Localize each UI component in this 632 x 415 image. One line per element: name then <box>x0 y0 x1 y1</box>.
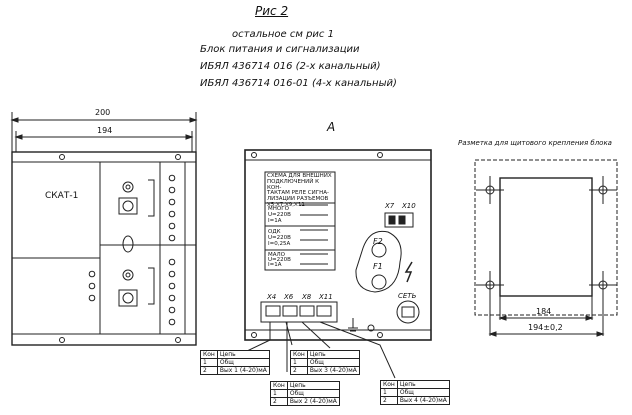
table-cell: Общ <box>396 388 450 397</box>
front-view <box>10 112 198 346</box>
table-header: Цепь <box>286 381 340 390</box>
relay-name: ОДК <box>268 229 281 235</box>
table-cell: 2 <box>200 366 218 375</box>
relay-voltage: U=220В <box>268 212 291 218</box>
subtitle-line-2: Блок питания и сигнализации <box>200 44 360 55</box>
connector-x8-label: X8 <box>302 293 312 301</box>
rear-view <box>244 149 432 379</box>
connector-x6-label: X6 <box>284 293 294 301</box>
table-header: Кон <box>380 380 398 389</box>
mounting-layout <box>474 159 618 337</box>
table-cell: Общ <box>216 358 270 367</box>
schema-line: ПОДКЛЮЧЕНИЙ К КОН- <box>267 178 320 191</box>
device-label: СКАТ-1 <box>45 191 79 201</box>
connector-x7-label: X7 <box>385 202 395 210</box>
table-cell: 2 <box>290 366 308 375</box>
table-header: Цепь <box>396 380 450 389</box>
figure-title: Рис 2 <box>255 4 289 18</box>
relay-block: МНОГО U=220В I=1А <box>268 206 291 224</box>
relay-block: ОДК U=220В I=0,25А <box>268 229 291 247</box>
table-cell: 1 <box>290 358 308 367</box>
relay-current: I=1А <box>268 218 282 224</box>
schema-line: ЛИЗАЦИИ РАЗЪЕМОВ <box>267 196 329 203</box>
relay-voltage: U=220В <box>268 257 291 263</box>
subtitle-line-1: остальное см рис 1 <box>232 29 334 40</box>
relay-current: I=0,25А <box>268 241 291 247</box>
relay-name: МНОГО <box>268 206 289 212</box>
table-cell: 1 <box>270 389 288 398</box>
table-cell: Вых 1 (4-20)мА <box>216 366 270 375</box>
table-cell: Общ <box>306 358 360 367</box>
table-cell: Вых 2 (4-20)мА <box>286 397 340 406</box>
table-header: Цепь <box>216 350 270 359</box>
table-cell: 2 <box>380 396 398 405</box>
schema-line: ТАКТАМ РЕЛЕ СИГНА- <box>267 190 329 197</box>
power-label: СЕТЬ <box>398 292 417 300</box>
dim-194-label: 194 <box>97 126 113 135</box>
relay-block: МАЛО U=220В I=1А <box>268 252 291 268</box>
dim-194-tolerance-label: 194±0,2 <box>528 323 563 332</box>
table-cell: Общ <box>286 389 340 398</box>
connector-x4-label: X4 <box>267 293 277 301</box>
table-header: Кон <box>270 381 288 390</box>
table-header: Кон <box>200 350 218 359</box>
relay-name: МАЛО <box>268 252 285 258</box>
relay-voltage: U=220В <box>268 235 291 241</box>
schema-line: X5,X7,X9,X11 <box>267 201 305 208</box>
connector-x11-label: X11 <box>319 293 333 301</box>
dim-200-label: 200 <box>95 108 111 117</box>
relay-current: I=1А <box>268 262 282 268</box>
table-header: Цепь <box>306 350 360 359</box>
subtitle-line-4: ИБЯЛ 436714 016-01 (4-х канальный) <box>200 78 397 89</box>
table-cell: Вых 4 (4-20)мА <box>396 396 450 405</box>
table-cell: Вых 3 (4-20)мА <box>306 366 360 375</box>
table-header: Кон <box>290 350 308 359</box>
table-cell: 2 <box>270 397 288 406</box>
mounting-title: Разметка для щитового крепления блока <box>458 139 612 147</box>
schema-caption: СХЕМА ДЛЯ ВНЕШНИХ ПОДКЛЮЧЕНИЙ К КОН- ТАК… <box>267 173 335 209</box>
fuse-f2-label: F2 <box>373 237 383 246</box>
connector-x10-label: X10 <box>402 202 416 210</box>
schema-line: СХЕМА ДЛЯ ВНЕШНИХ <box>267 173 332 179</box>
dim-184-label: 184 <box>536 307 552 316</box>
fuse-f1-label: F1 <box>373 262 383 271</box>
table-cell: 1 <box>380 388 398 397</box>
subtitle-line-3: ИБЯЛ 436714 016 (2-х канальный) <box>200 61 381 72</box>
view-a-label: А <box>327 120 336 134</box>
table-cell: 1 <box>200 358 218 367</box>
